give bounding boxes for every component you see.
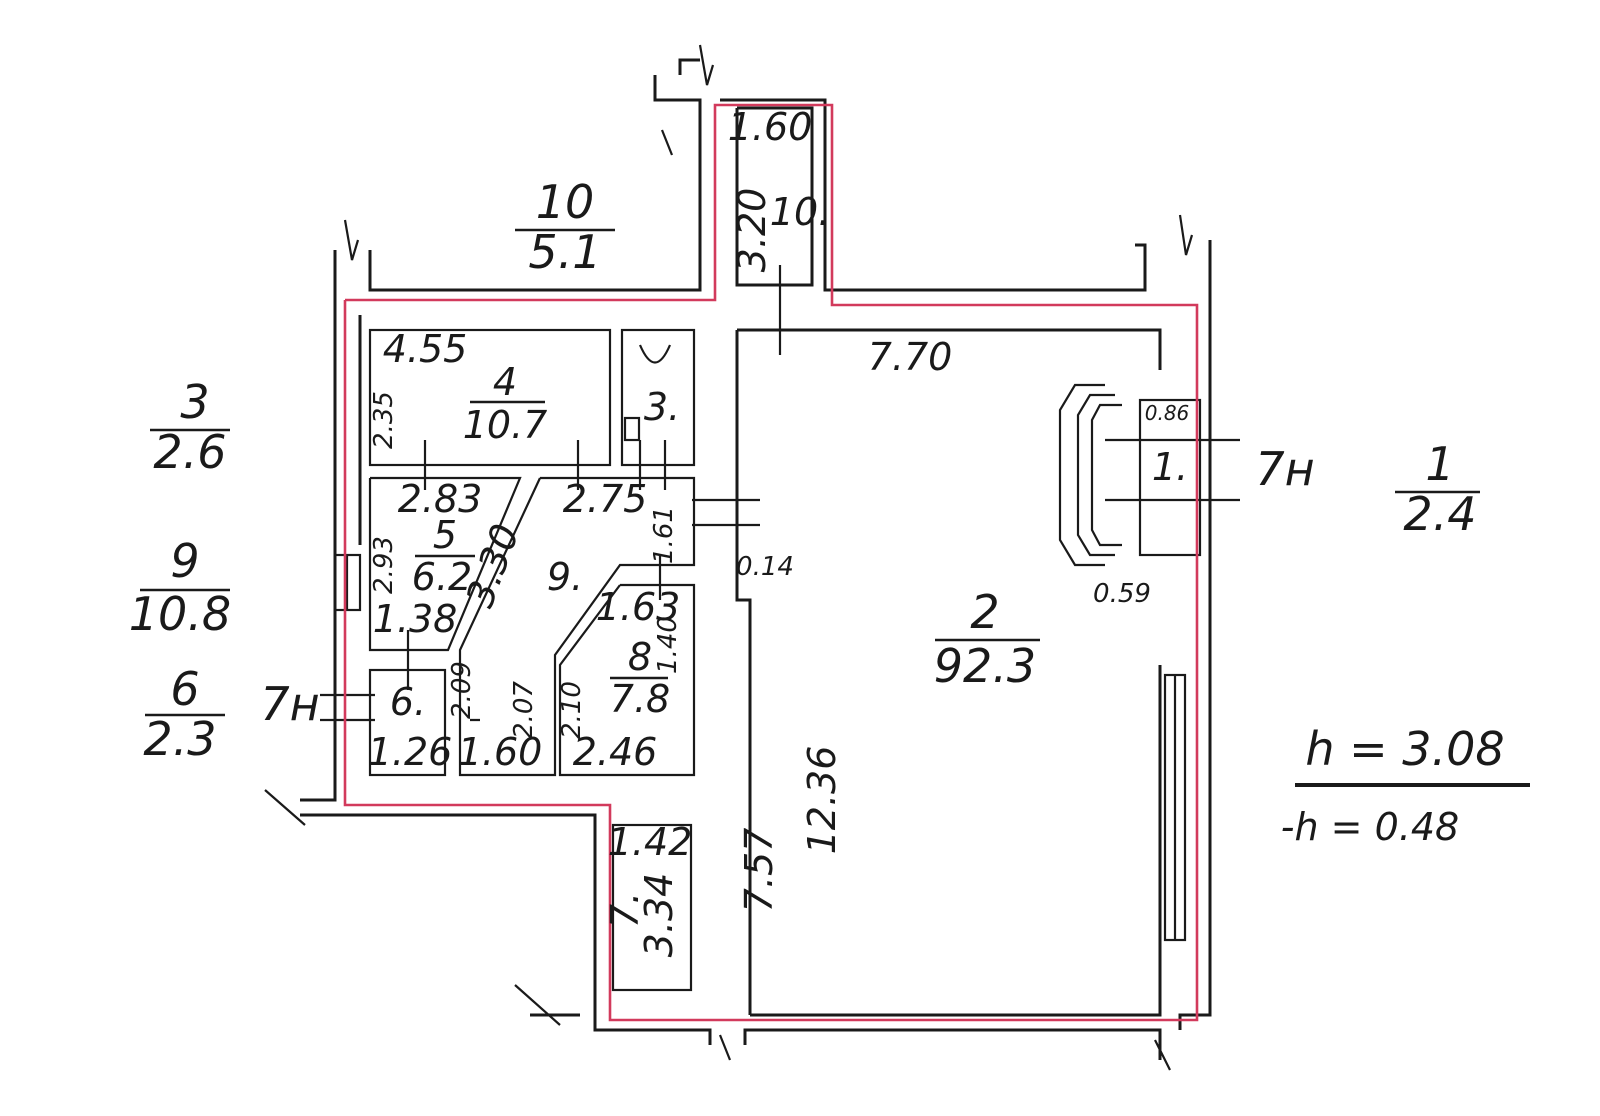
label-7n-right: 7н xyxy=(1255,442,1314,496)
outside-10-area: 5.1 xyxy=(528,225,601,279)
room-7-dim-top: 1.42 xyxy=(608,820,693,864)
outside-1-area: 2.4 xyxy=(1403,487,1476,541)
outside-10-num: 10 xyxy=(536,175,595,229)
break-symbols xyxy=(264,44,1194,1071)
room-9-outline xyxy=(458,476,696,777)
room-5-dim-bottom: 1.38 xyxy=(373,597,458,641)
outside-1-num: 1 xyxy=(1425,437,1454,491)
room-6-dim-side: 2.09 xyxy=(447,661,477,719)
room-2-dim-side: 12.36 xyxy=(800,746,844,855)
room-4-area: 10.7 xyxy=(463,403,548,447)
room-2-area: 92.3 xyxy=(934,639,1036,693)
room-9-dim-top: 2.75 xyxy=(563,477,648,521)
room-2-dim-top: 7.70 xyxy=(868,335,953,379)
outer-walls xyxy=(300,58,1212,1060)
room-6-num: 6. xyxy=(390,680,426,724)
balcony-bracket xyxy=(1058,383,1122,567)
room-7-outline xyxy=(611,823,693,992)
room-2-dim-a: 0.14 xyxy=(736,552,794,582)
room-8-dim-bottom: 2.46 xyxy=(573,730,658,774)
room-4-outline xyxy=(368,328,612,467)
room-3-outline xyxy=(620,328,696,467)
wall-shaft xyxy=(720,98,1147,292)
room-8-dim-top: 1.63 xyxy=(596,585,681,629)
wall-bottom-2 xyxy=(743,1028,1162,1060)
room-2-dim-inner: 7.57 xyxy=(737,828,781,913)
room-4-dim-side: 2.35 xyxy=(369,391,399,449)
wall-shaft-inner xyxy=(735,106,814,287)
height-h: h = 3.08 xyxy=(1305,722,1504,776)
room-4-num: 4 xyxy=(493,360,517,404)
wall-main-left xyxy=(735,330,752,1015)
room-8-dim-left: 2.10 xyxy=(557,681,587,739)
room-1-dim-bottom: 0.59 xyxy=(1093,579,1151,609)
room-5-area: 6.2 xyxy=(412,555,472,599)
room-1-num: 1. xyxy=(1152,445,1188,489)
sink-symbol xyxy=(623,416,641,442)
wall-shaft-outer xyxy=(678,58,700,75)
room-10-dim-top: 1.60 xyxy=(728,105,813,149)
room-5-dim-top: 2.83 xyxy=(398,477,483,521)
room-10-dim-side: 3.20 xyxy=(730,188,774,273)
room-2-num: 2 xyxy=(970,585,999,639)
outside-9-area: 10.8 xyxy=(129,587,231,641)
wall-main-top xyxy=(737,328,1162,370)
wall-top-left-outer xyxy=(300,250,337,802)
interior-walls xyxy=(264,44,1240,1071)
room-3-num: 3. xyxy=(644,385,680,429)
wall-right-inner xyxy=(750,665,1162,1017)
outside-labels: 10 5.1 3 2.6 9 10.8 6 2.3 1 2.4 7н 7н xyxy=(129,175,1480,766)
room-5-outline xyxy=(368,476,522,652)
outside-3-area: 2.6 xyxy=(153,425,226,479)
outside-3-num: 3 xyxy=(180,375,209,429)
door-ticks xyxy=(320,265,1240,722)
outside-6-area: 2.3 xyxy=(143,712,216,766)
room-7-num: 7. xyxy=(603,892,647,928)
room-8-outline xyxy=(558,583,696,777)
outside-9-num: 9 xyxy=(170,534,199,588)
room-4-dim-top: 4.55 xyxy=(383,327,468,371)
corridor-dim-bottom: 1.60 xyxy=(458,730,543,774)
room-labels: 1.60 3.20 10. 4.55 4 10.7 2.35 3. 2.83 5… xyxy=(368,105,1190,957)
room-1-outline xyxy=(1138,398,1202,557)
toilet-symbol xyxy=(638,344,672,364)
room-1-dim-top: 0.86 xyxy=(1145,401,1190,425)
wall-top-left xyxy=(368,75,702,292)
room-5-dim-side: 2.93 xyxy=(369,536,399,594)
room-8-dim-side: 1.40 xyxy=(653,616,683,674)
room-7-dim-side: 3.34 xyxy=(637,873,681,958)
corridor-dim-side: 2.07 xyxy=(509,681,539,739)
height-annotation: h = 3.08 -h = 0.48 xyxy=(1281,722,1530,849)
room-9-num: 9. xyxy=(547,555,583,599)
label-7n-left: 7н xyxy=(260,677,319,731)
ownership-boundary xyxy=(343,103,1199,1022)
height-h2: -h = 0.48 xyxy=(1281,805,1459,849)
room-6-dim-bottom: 1.26 xyxy=(368,730,453,774)
wall-bottom xyxy=(300,813,712,1045)
room-8-area: 7.8 xyxy=(610,677,670,721)
outside-6-num: 6 xyxy=(170,662,199,716)
room-8-num: 8 xyxy=(628,635,652,679)
room-10-num: 10. xyxy=(770,190,830,234)
room-5-num: 5 xyxy=(433,513,457,557)
room-9-dim-side: 1.61 xyxy=(649,506,679,564)
wall-right-outer xyxy=(1178,240,1212,1030)
